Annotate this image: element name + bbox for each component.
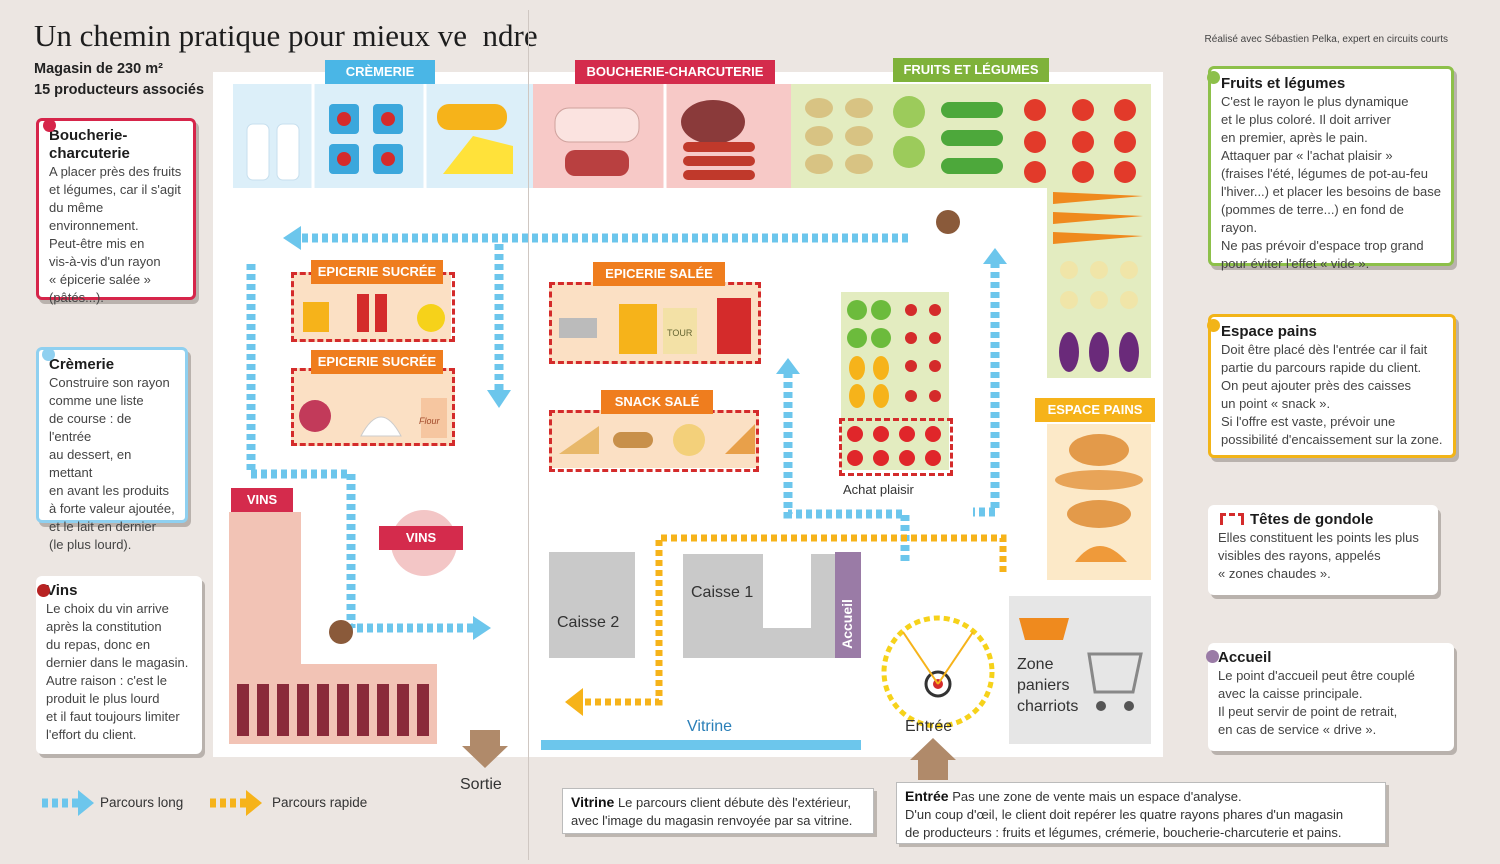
apples-cherries-strawberries-icon: [847, 300, 941, 466]
shelf-fruits-legumes: [791, 84, 1151, 188]
card-cremerie: Crèmerie Construire son rayon comme une …: [36, 347, 188, 552]
entree-label: Entrée: [905, 718, 953, 735]
person-icon: [936, 210, 960, 234]
banner-snack-sale: SNACK SALÉ: [601, 390, 713, 414]
card-pains: Espace pains Doit être placé dès l'entré…: [1207, 314, 1456, 458]
sortie-arrow-icon: [462, 730, 508, 768]
bread-icon: [1055, 434, 1143, 562]
card-fruits: Fruits et légumes C'est le rayon le plus…: [1207, 66, 1454, 271]
page-title: Un chemin pratique pour mieux ve ndre: [34, 18, 538, 53]
zone-paniers: [1009, 596, 1151, 744]
zone-paniers-label: Zone paniers charriots: [1017, 656, 1079, 715]
gondole-snack-sale: [549, 410, 759, 472]
gondole-achat-plaisir: [839, 418, 953, 476]
card-pains-title: Espace pains: [1207, 319, 1443, 341]
gondole-legend-icon: [1220, 513, 1244, 525]
achat-plaisir-label: Achat plaisir: [843, 482, 914, 497]
store-size: Magasin de 230 m²: [34, 61, 163, 77]
pains-dot-icon: [1207, 319, 1220, 332]
entree-box-text: Pas une zone de vente mais un espace d'a…: [905, 789, 1344, 840]
card-cremerie-text: Construire son rayon comme une liste de …: [49, 375, 175, 552]
caisse-2: [549, 552, 635, 658]
accueil-label: Accueil: [839, 599, 855, 649]
boucherie-products-icon: [554, 84, 755, 188]
vitrine-box-text: Le parcours client débute dès l'extérieu…: [571, 795, 853, 828]
banner-boucherie: BOUCHERIE-CHARCUTERIE: [575, 60, 775, 84]
fruits-products-icon: [805, 96, 1136, 183]
card-gondole: Têtes de gondole Elles constituent les p…: [1208, 505, 1438, 595]
sandwich-pizza-icon: [559, 424, 755, 456]
banner-vins: VINS: [231, 488, 293, 512]
cremerie-products-icon: [246, 84, 513, 188]
caisse-1: [683, 554, 835, 658]
fruits-dot-icon: [1207, 71, 1220, 84]
vins-badge-label: VINS: [379, 526, 463, 550]
banner-espace-pains: ESPACE PAINS: [1035, 398, 1155, 422]
shelf-epicerie-salee: TOUR: [549, 282, 761, 364]
shelf-snack-sale: [549, 410, 759, 468]
card-gondole-title: Têtes de gondole: [1218, 511, 1428, 529]
parcours-rapide-icon: [210, 790, 262, 816]
card-vins-text: Le choix du vin arrive après la constitu…: [46, 601, 189, 742]
caisse-2-label: Caisse 2: [557, 614, 620, 631]
producers-count: 15 producteurs associés: [34, 82, 205, 98]
shelf-espace-pains: [1047, 424, 1151, 580]
wine-bottles-icon: [237, 684, 429, 736]
vitrine-label: Vitrine: [687, 718, 733, 735]
shelf-cremerie: [233, 84, 533, 188]
caisse-1-gap: [763, 554, 811, 628]
flour-label: Flour: [419, 416, 440, 426]
credit-line: Réalisé avec Sébastien Pelka, expert en …: [1204, 34, 1448, 45]
shelf-achat-plaisir: [841, 292, 949, 470]
boucherie-dot-icon: [43, 119, 56, 132]
gondole-epicerie-salee: [549, 282, 761, 364]
center-divider: [528, 10, 529, 860]
legend-long: Parcours long: [100, 795, 184, 810]
entree-box-title: Entrée: [905, 788, 949, 804]
tour-label: TOUR: [667, 328, 693, 338]
banner-epicerie-sucree-1: EPICERIE SUCRÉE: [311, 260, 443, 284]
entree-arrow-icon: [910, 738, 956, 780]
flour-sugar-icon: [299, 398, 447, 438]
vitrine-box: Vitrine Le parcours client débute dès l'…: [562, 788, 874, 834]
card-gondole-text: Elles constituent les points les plus vi…: [1218, 530, 1419, 581]
shelf-boucherie: [533, 84, 791, 188]
entree-box: Entrée Pas une zone de vente mais un esp…: [896, 782, 1386, 844]
card-pains-text: Doit être placé dès l'entrée car il fait…: [1221, 342, 1443, 447]
banner-cremerie: CRÈMERIE: [325, 60, 435, 84]
basket-cart-icon: [1019, 618, 1143, 711]
card-accueil: Accueil Le point d'accueil peut être cou…: [1206, 643, 1454, 751]
caisse-1-label: Caisse 1: [691, 584, 754, 601]
shelf-vins-bottom: [229, 664, 437, 744]
vins-dot-icon: [37, 584, 50, 597]
card-accueil-text: Le point d'accueil peut être couplé avec…: [1218, 668, 1415, 737]
card-boucherie: Boucherie- charcuterie A placer près des…: [36, 118, 196, 305]
card-cremerie-title: Crèmerie: [42, 348, 175, 374]
accueil-dot-icon: [1206, 650, 1219, 663]
parcours-long-icon: [42, 790, 94, 816]
card-fruits-text: C'est le rayon le plus dynamique et le p…: [1221, 94, 1441, 271]
cremerie-dot-icon: [42, 348, 55, 361]
store-plan: CRÈMERIE BOUCHERIE-CHARCUTERIE FRUITS ET…: [213, 58, 1163, 757]
card-boucherie-text: A placer près des fruits et légumes, car…: [49, 164, 182, 305]
shelf-epicerie-sucree-2: Flour: [291, 368, 455, 446]
shelf-fruits-vertical: [1047, 188, 1151, 378]
jam-bottle-icon: [303, 294, 445, 332]
carrots-onions-eggplants-icon: [1053, 192, 1143, 372]
vitrine-box-title: Vitrine: [571, 794, 615, 810]
banner-fruits: FRUITS ET LÉGUMES: [893, 58, 1049, 82]
card-fruits-title: Fruits et légumes: [1207, 71, 1441, 93]
gondole-epicerie-sucree-2: [291, 368, 455, 446]
cans-pasta-icon: [559, 298, 751, 354]
legend-rapide: Parcours rapide: [272, 795, 368, 810]
banner-epicerie-sucree-2: EPICERIE SUCRÉE: [311, 350, 443, 374]
card-vins-title: Vins: [37, 582, 192, 600]
card-vins: Vins Le choix du vin arrive après la con…: [36, 576, 202, 754]
sortie-label: Sortie: [460, 776, 502, 793]
card-accueil-title: Accueil: [1206, 649, 1444, 667]
banner-epicerie-salee: EPICERIE SALÉE: [593, 262, 725, 286]
card-boucherie-title: Boucherie- charcuterie: [43, 119, 183, 163]
accueil-desk: [835, 552, 861, 658]
